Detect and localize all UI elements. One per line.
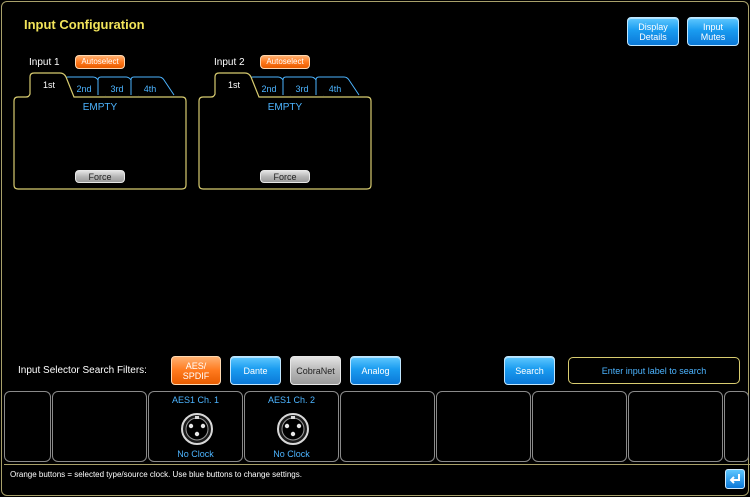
input-slot-partial[interactable] <box>724 391 749 462</box>
input-2-tab-3rd[interactable]: 3rd <box>295 84 309 94</box>
input-1-tab-2nd[interactable]: 2nd <box>76 84 92 94</box>
xlr-connector-icon <box>181 413 213 445</box>
search-input[interactable]: Enter input label to search <box>568 357 740 384</box>
input-2-tab-4th[interactable]: 4th <box>328 84 342 94</box>
input-slot[interactable] <box>628 391 723 462</box>
filter-analog-button[interactable]: Analog <box>350 356 401 385</box>
input-slot-aes1-ch1[interactable]: AES1 Ch. 1 No Clock <box>148 391 243 462</box>
slot-status: No Clock <box>177 449 214 459</box>
slot-name: AES1 Ch. 1 <box>171 395 220 405</box>
filter-dante-button[interactable]: Dante <box>230 356 281 385</box>
display-details-button[interactable]: Display Details <box>627 17 679 46</box>
input-1-tab-3rd[interactable]: 3rd <box>110 84 124 94</box>
input-2-label: Input 2 <box>214 57 245 68</box>
enter-button[interactable] <box>725 469 745 489</box>
input-2-content: EMPTY <box>267 102 303 113</box>
input-1-label: Input 1 <box>29 57 60 68</box>
input-slot-aes1-ch2[interactable]: AES1 Ch. 2 No Clock <box>244 391 339 462</box>
input-slot[interactable] <box>436 391 531 462</box>
input-1-tab-1st[interactable]: 1st <box>42 80 55 90</box>
xlr-connector-icon <box>277 413 309 445</box>
input-1-content: EMPTY <box>82 102 118 113</box>
filter-cobranet-button[interactable]: CobraNet <box>290 356 341 385</box>
input-2-force-button[interactable]: Force <box>260 170 310 183</box>
input-1-tab-4th[interactable]: 4th <box>143 84 157 94</box>
input-slot[interactable] <box>340 391 435 462</box>
input-2-tab-2nd[interactable]: 2nd <box>261 84 277 94</box>
input-2-folder-tabs <box>198 72 372 190</box>
input-1-force-button[interactable]: Force <box>75 170 125 183</box>
enter-arrow-icon <box>729 474 740 484</box>
input-mutes-button[interactable]: Input Mutes <box>687 17 739 46</box>
status-bar: Orange buttons = selected type/source cl… <box>4 464 750 497</box>
input-slot-strip: AES1 Ch. 1 No Clock AES1 Ch. 2 No Cl <box>4 391 750 463</box>
input-1-folder-tabs <box>13 72 187 190</box>
input-slot[interactable] <box>4 391 51 462</box>
input-slot[interactable] <box>52 391 147 462</box>
page-title: Input Configuration <box>24 17 145 32</box>
status-text: Orange buttons = selected type/source cl… <box>10 470 302 479</box>
search-button[interactable]: Search <box>504 356 555 385</box>
input-1-autoselect-button[interactable]: Autoselect <box>75 55 125 69</box>
input-2-autoselect-button[interactable]: Autoselect <box>260 55 310 69</box>
input-2-tab-1st[interactable]: 1st <box>227 80 240 90</box>
filter-label: Input Selector Search Filters: <box>18 365 147 376</box>
slot-status: No Clock <box>273 449 310 459</box>
input-slot[interactable] <box>532 391 627 462</box>
filter-aes-spdif-button[interactable]: AES/ SPDIF <box>171 356 221 385</box>
slot-name: AES1 Ch. 2 <box>267 395 316 405</box>
